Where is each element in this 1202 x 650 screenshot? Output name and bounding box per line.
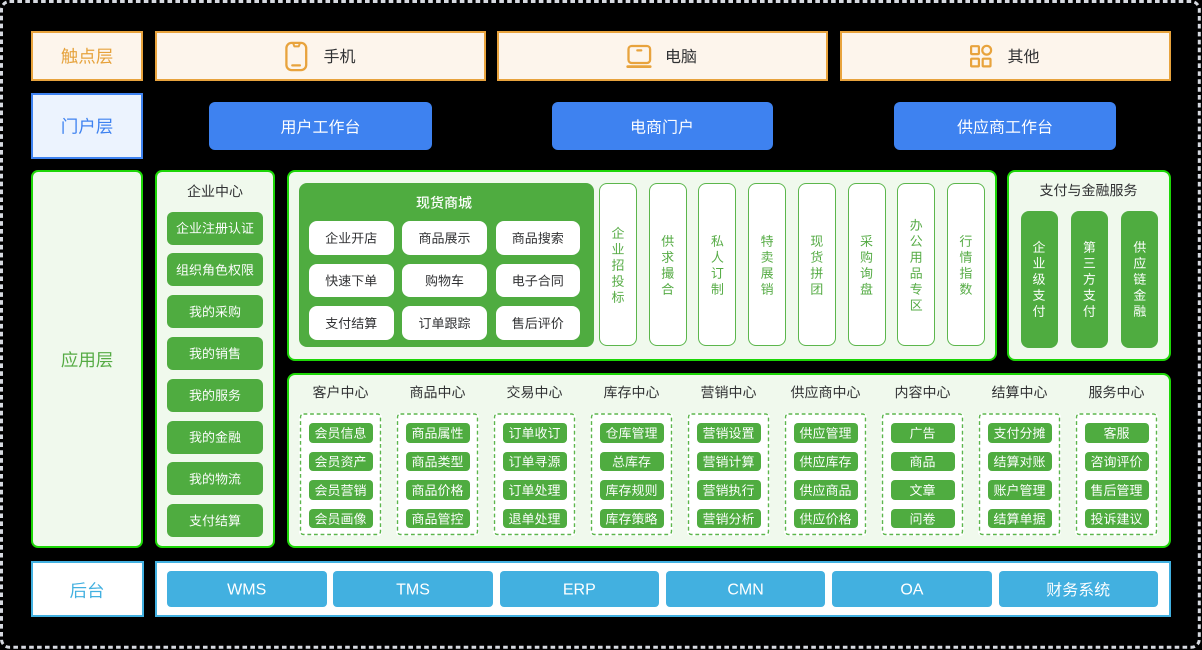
svg-text:WMS: WMS: [227, 582, 266, 599]
svg-text:OA: OA: [900, 582, 923, 599]
svg-text:CMN: CMN: [727, 582, 763, 599]
svg-text:ERP: ERP: [563, 582, 596, 599]
svg-text:TMS: TMS: [396, 582, 430, 599]
